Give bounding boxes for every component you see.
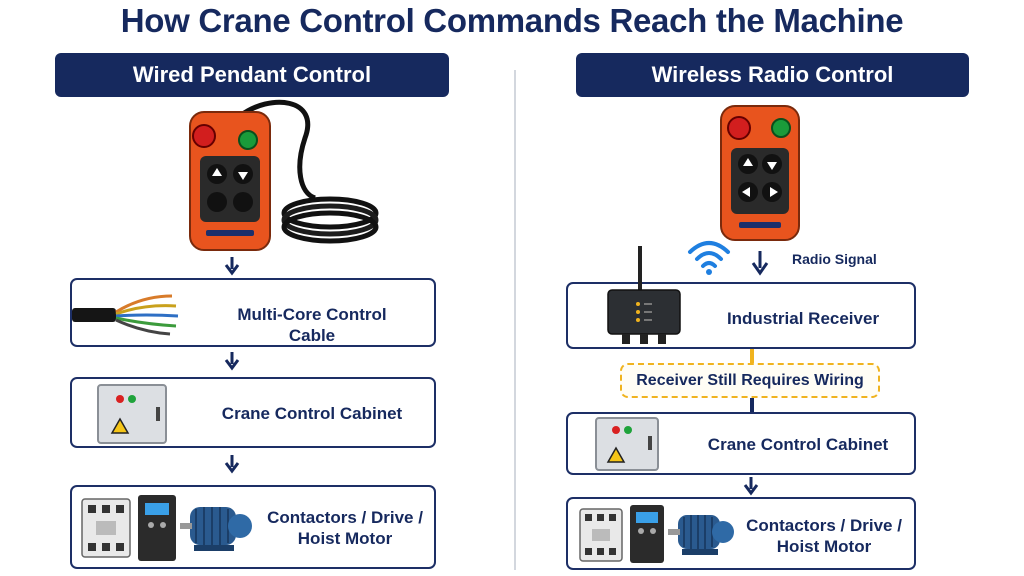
page-title: How Crane Control Commands Reach the Mac…: [120, 2, 904, 39]
motor-icon: [180, 507, 252, 551]
motor-step-label: Contactors / Drive / Hoist Motor: [260, 507, 430, 549]
motor-step-text: Contactors / Drive / Hoist Motor: [267, 508, 423, 548]
arrow-down-icon: [224, 455, 240, 474]
drive-icon: [630, 505, 664, 563]
motor-icon: [668, 515, 734, 555]
cabinet-step-box: Crane Control Cabinet: [70, 377, 436, 448]
wireless-cabinet-step-box: Crane Control Cabinet: [566, 412, 916, 475]
cabinet-step-label: Crane Control Cabinet: [221, 404, 403, 423]
wireless-cabinet-step-label: Crane Control Cabinet: [707, 435, 889, 454]
wiring-connector: [750, 349, 754, 363]
wireless-motor-step-box: Contactors / Drive / Hoist Motor: [566, 497, 916, 570]
contactor-icon: [579, 508, 623, 562]
wiring-note: Receiver Still Requires Wiring: [620, 363, 880, 398]
wired-pendant-icon: [189, 99, 379, 251]
receiver-icon: [607, 246, 681, 344]
cabinet-icon: [97, 384, 167, 444]
radio-remote-icon: [720, 105, 800, 241]
motor-step-box: Contactors / Drive / Hoist Motor: [70, 485, 436, 569]
arrow-down-icon: [751, 251, 769, 276]
drive-icon: [138, 495, 176, 561]
radio-signal-label: Radio Signal: [792, 251, 877, 267]
arrow-down-icon: [743, 477, 759, 496]
cable-step-box: Multi-Core Control Cable: [70, 278, 436, 347]
wireless-motor-step-label: Contactors / Drive / Hoist Motor: [744, 515, 904, 557]
receiver-step-label: Industrial Receiver: [726, 309, 880, 328]
cabinet-icon: [595, 417, 659, 471]
contactor-icon: [81, 498, 131, 558]
arrow-down-icon: [224, 257, 240, 276]
column-divider: [514, 70, 516, 570]
arrow-down-icon: [224, 352, 240, 371]
wiring-connector: [750, 398, 754, 412]
wireless-section-header: Wireless Radio Control: [576, 53, 969, 97]
cable-icon: [72, 294, 179, 336]
wireless-motor-step-text: Contactors / Drive / Hoist Motor: [746, 516, 902, 556]
wired-section-header: Wired Pendant Control: [55, 53, 449, 97]
receiver-step-box: Industrial Receiver: [566, 246, 916, 349]
wifi-icon: [688, 241, 730, 275]
cable-step-label: Multi-Core Control Cable: [237, 305, 387, 345]
